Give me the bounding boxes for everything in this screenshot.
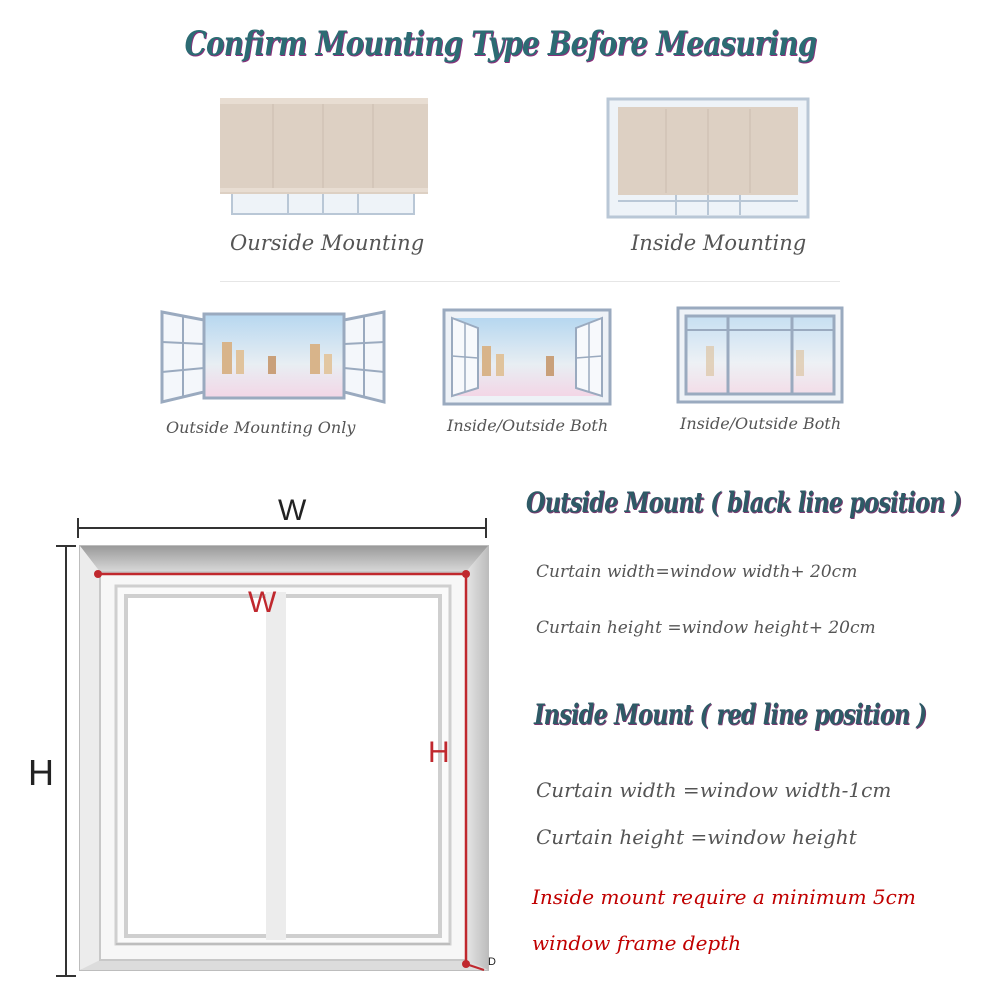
- outside-height-formula: Curtain height =window height+ 20cm: [536, 618, 876, 638]
- inner-height-label: H: [428, 736, 450, 769]
- outer-width-label: W: [278, 494, 307, 527]
- outside-mounting-caption: Ourside Mounting: [230, 231, 425, 255]
- depth-requirement-note-line-1: Inside mount require a minimum 5cm: [532, 885, 916, 909]
- outside-width-formula: Curtain width=window width+ 20cm: [536, 562, 858, 582]
- outer-height-label: H: [28, 752, 54, 793]
- inner-width-label: W: [248, 586, 277, 619]
- divider: [220, 281, 840, 282]
- inside-height-formula: Curtain height =window height: [536, 825, 857, 849]
- sliding-window-image: [676, 306, 844, 404]
- depth-label: D: [488, 956, 496, 968]
- outside-mounting-image: [220, 98, 428, 215]
- outside-mount-heading: Outside Mount ( black line position ): [526, 486, 962, 519]
- measurement-diagram: [56, 518, 489, 977]
- depth-requirement-note-line-2: window frame depth: [532, 931, 742, 955]
- inside-mount-heading: Inside Mount ( red line position ): [534, 698, 927, 731]
- page-title: Confirm Mounting Type Before Measuring: [184, 24, 818, 64]
- outside-mounting-only-caption: Outside Mounting Only: [166, 418, 356, 437]
- inside-mounting-caption: Inside Mounting: [631, 231, 807, 255]
- inside-mounting-image: [606, 97, 810, 219]
- inside-outside-both-caption-2: Inside/Outside Both: [680, 414, 842, 433]
- casement-window-image: [160, 310, 386, 404]
- inward-casement-window-image: [442, 308, 612, 406]
- inside-outside-both-caption-1: Inside/Outside Both: [447, 416, 609, 435]
- inside-width-formula: Curtain width =window width-1cm: [536, 778, 892, 802]
